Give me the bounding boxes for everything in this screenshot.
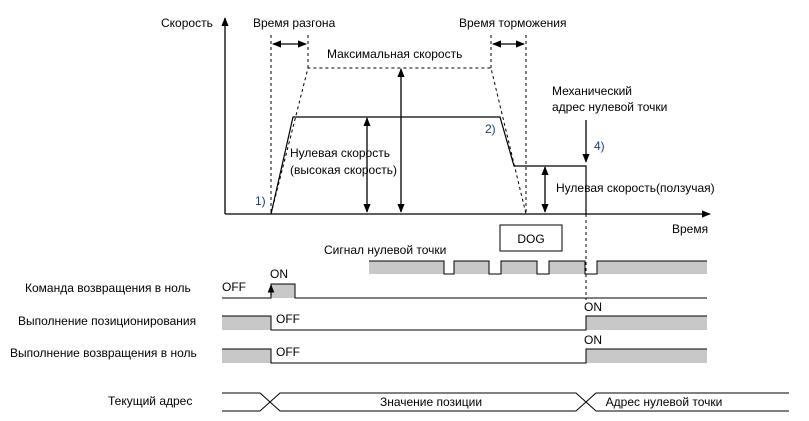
max-speed-label: Максимальная скорость [327, 47, 462, 61]
return-cmd-trace [222, 283, 707, 299]
marker-4: 4) [594, 139, 605, 153]
return-exec-signal: Выполнение возвращения в ноль OFF ON [10, 333, 707, 364]
positioning-exec-off: OFF [276, 312, 300, 326]
mech-origin-label-2: адрес нулевой точки [552, 100, 667, 114]
speed-profile: Время разгона Время торможения Максималь… [253, 16, 715, 300]
axes: Скорость Время [161, 16, 711, 236]
return-cmd-label: Команда возвращения в ноль [25, 281, 191, 295]
dog-label: DOG [517, 232, 544, 246]
home-speed-label-1: Нулевая скорость [290, 146, 390, 160]
speed-axis-label: Скорость [161, 16, 213, 30]
return-cmd-on: ON [270, 267, 288, 281]
zero-point-signal: Сигнал нулевой точки [324, 243, 707, 275]
current-address-label: Текущий адрес [108, 394, 192, 408]
positioning-exec-label: Выполнение позиционирования [18, 314, 196, 328]
max-speed-profile [270, 67, 527, 215]
return-exec-on: ON [584, 333, 602, 347]
creep-speed-label: Нулевая скорость(ползучая) [556, 181, 715, 195]
zero-signal-fill [369, 261, 707, 274]
positioning-exec-trace [222, 315, 707, 331]
marker-2: 2) [485, 122, 496, 136]
return-cmd-off: OFF [222, 280, 246, 294]
position-value-label: Значение позиции [380, 395, 482, 409]
time-axis-label: Время [672, 222, 708, 236]
return-exec-fill-2 [586, 349, 707, 363]
mech-origin-label-1: Механический [552, 84, 632, 98]
zero-signal-label: Сигнал нулевой точки [324, 243, 446, 257]
return-exec-fill-1 [222, 349, 271, 363]
home-speed-label-2: (высокая скорость) [290, 163, 397, 177]
return-command-signal: Команда возвращения в ноль OFF ON [25, 267, 707, 299]
positioning-exec-on: ON [584, 300, 602, 314]
accel-time-label: Время разгона [253, 16, 336, 30]
positioning-exec-fill-1 [222, 316, 271, 330]
dog-box [499, 224, 563, 252]
return-exec-label: Выполнение возвращения в ноль [10, 346, 197, 360]
current-address-bus [222, 392, 789, 412]
return-cmd-pulse-fill [271, 284, 295, 298]
marker-1: 1) [255, 194, 266, 208]
return-exec-trace [222, 348, 707, 364]
current-address-signal: Текущий адрес Значение позиции Адрес нул… [108, 392, 789, 412]
positioning-exec-fill-2 [586, 316, 707, 330]
return-exec-off: OFF [276, 345, 300, 359]
decel-time-label: Время торможения [459, 16, 566, 30]
positioning-exec-signal: Выполнение позиционирования OFF ON [18, 300, 707, 331]
zero-signal-trace [369, 260, 707, 275]
origin-address-label: Адрес нулевой точки [606, 395, 723, 409]
